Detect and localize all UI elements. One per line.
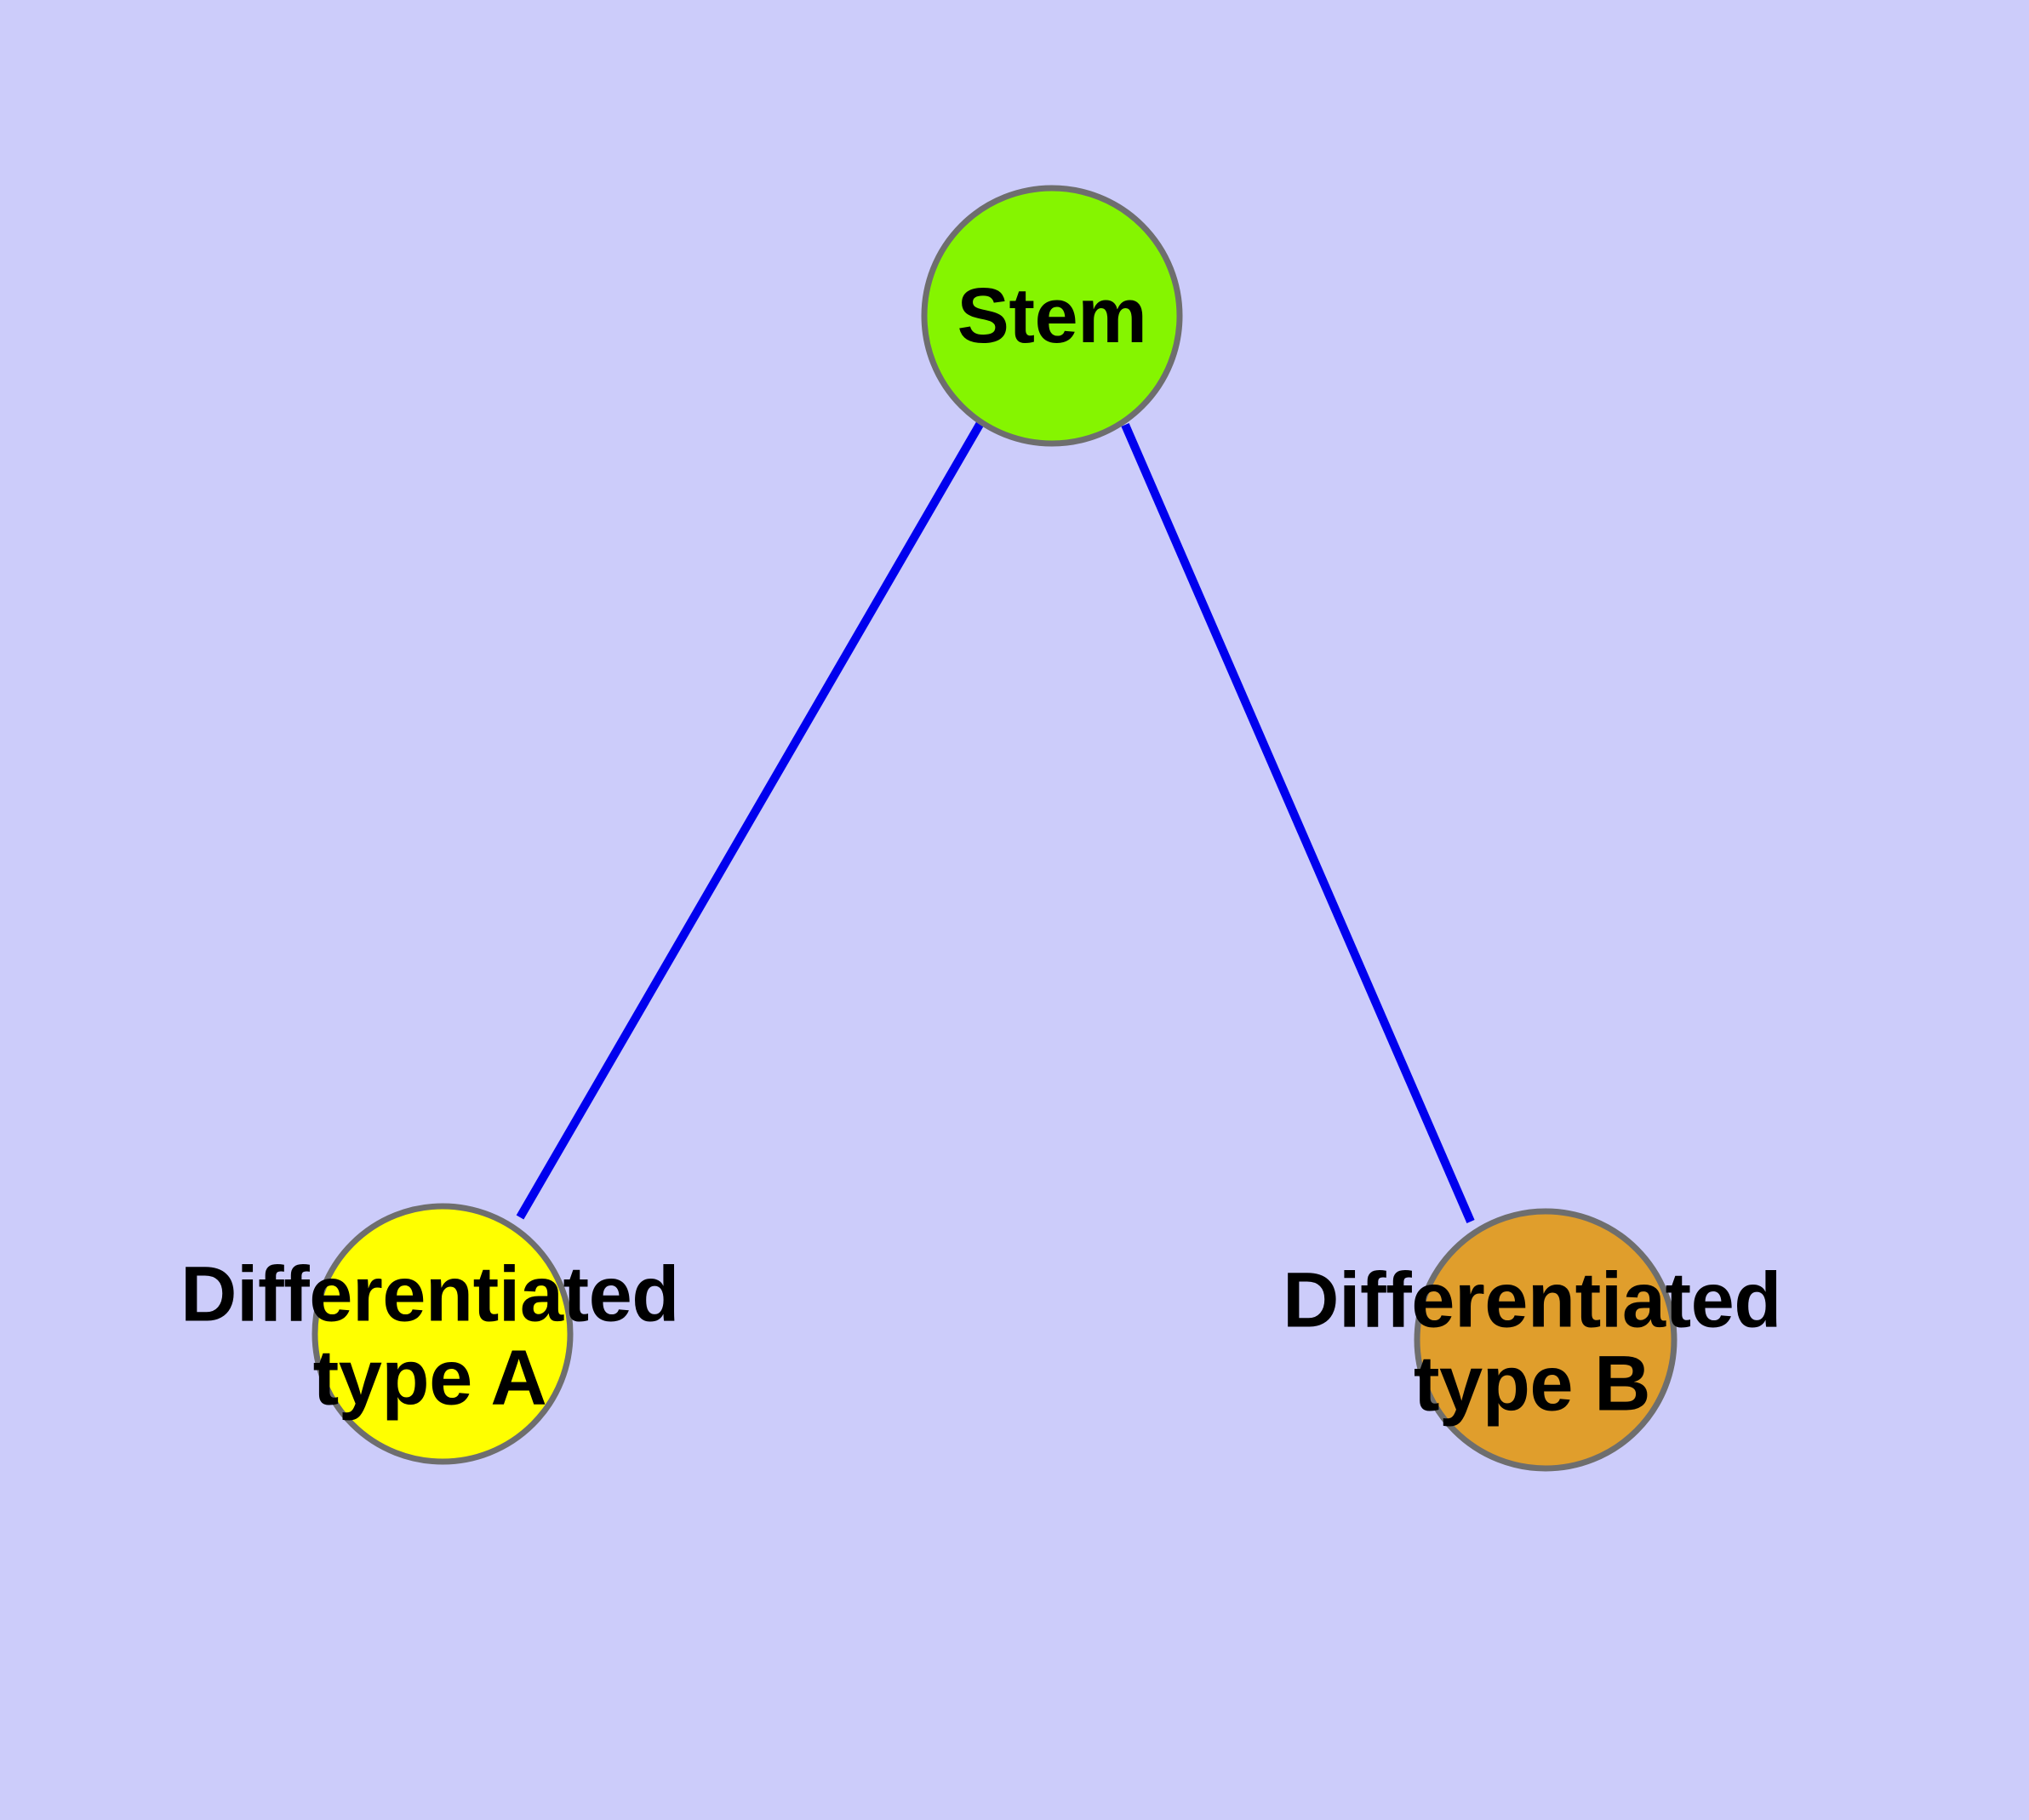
node-layer — [311, 185, 1677, 1472]
edge-layer — [516, 421, 1475, 1223]
edge-stem-to-type-a[interactable] — [516, 421, 985, 1220]
node-type-b-circle[interactable] — [1414, 1208, 1677, 1472]
node-stem-circle[interactable] — [921, 185, 1183, 447]
node-type-a-circle[interactable] — [311, 1203, 574, 1465]
edge-stem-to-type-b[interactable] — [1121, 423, 1475, 1223]
